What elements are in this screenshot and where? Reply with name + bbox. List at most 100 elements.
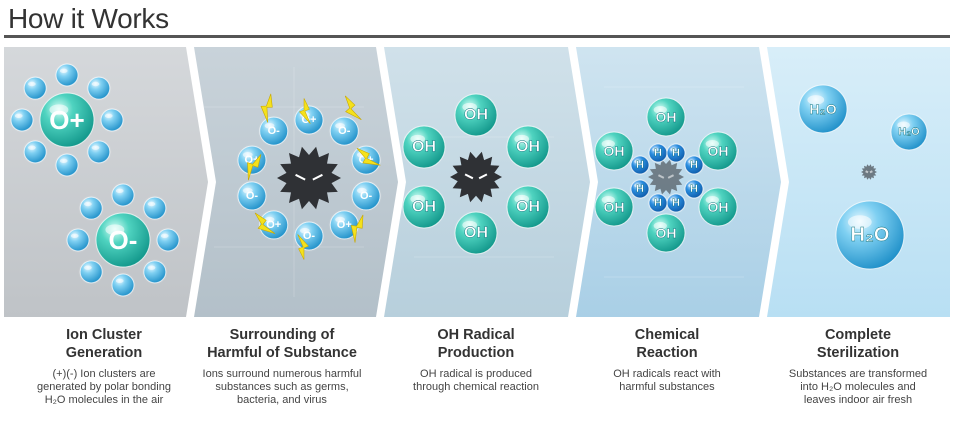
step-complete-sterilization: Complete Sterilization Substances are tr… [763, 326, 953, 407]
hydrogen-label: H [654, 147, 662, 159]
sphere-highlight [104, 113, 113, 119]
sphere-highlight [28, 145, 36, 150]
negative-ion-label: O- [109, 225, 138, 255]
page-title: How it Works [8, 3, 169, 34]
panel-sterilization [767, 47, 950, 317]
germ-body [450, 151, 502, 203]
sphere-highlight [299, 227, 310, 234]
step-description: OH radicals react with harmful substance… [572, 368, 762, 394]
step-desc-line: leaves indoor air fresh [803, 394, 913, 406]
water-molecule-sphere [156, 228, 180, 252]
oh-radical-label: OH [708, 143, 729, 159]
step-title-line: OH Radical [437, 327, 515, 343]
step-desc-line: Substances are transformed [788, 368, 928, 380]
lightning-icon [299, 98, 311, 124]
sphere-highlight [410, 134, 426, 144]
sphere-highlight [634, 159, 641, 164]
step-desc-line: through chemical reaction [413, 381, 539, 393]
water-molecule-sphere [100, 108, 124, 132]
germ-eye [865, 170, 869, 174]
sphere-highlight [462, 220, 478, 230]
ion-label: O- [246, 190, 259, 202]
sphere-highlight [807, 95, 825, 105]
step-title-line: Sterilization [816, 345, 900, 361]
step-oh-radical-production: OH Radical Production OH radical is prod… [381, 326, 571, 394]
step-description: (+)(-) Ion clusters are generated by pol… [9, 368, 199, 407]
sphere-highlight [356, 187, 367, 194]
sphere-highlight [653, 221, 667, 230]
germ-icon [861, 164, 877, 180]
sphere-highlight [91, 145, 100, 150]
germ-eye [657, 174, 665, 179]
sphere-highlight [514, 194, 530, 204]
process-diagram: O+O-O+O-O+O-O+O-O+O-O+O-OHOHOHOHOHOHOHOH… [4, 47, 950, 317]
sphere-highlight [847, 215, 872, 229]
oh-radical-label: OH [604, 199, 625, 215]
step-desc-line: (+)(-) Ion clusters are [52, 368, 156, 380]
ion-label: O+ [337, 219, 352, 231]
step-title-line: Generation [65, 345, 143, 361]
sphere-highlight [91, 81, 100, 87]
sphere-highlight [652, 147, 659, 152]
sphere-highlight [670, 147, 677, 152]
hydrogen-label: H [636, 159, 644, 171]
water-molecule-sphere [87, 140, 111, 164]
sphere-highlight [242, 151, 253, 158]
water-molecule-sphere [66, 228, 90, 252]
sphere-highlight [705, 139, 719, 148]
oh-radical-label: OH [412, 139, 436, 156]
sphere-highlight [462, 102, 478, 112]
sphere-highlight [514, 134, 530, 144]
sphere-highlight [28, 81, 36, 87]
water-molecule-sphere [23, 140, 47, 164]
water-molecule-sphere [111, 183, 135, 207]
germ-body [861, 164, 877, 180]
water-molecule-sphere [79, 196, 103, 220]
ion-label: O- [360, 190, 373, 202]
water-molecule-sphere [23, 76, 47, 100]
step-title: Surrounding of Harmful of Substance [187, 326, 377, 362]
hydrogen-label: H [654, 197, 662, 209]
step-title-line: Complete [824, 327, 892, 343]
hydrogen-label: H [672, 197, 680, 209]
step-title-line: Ion Cluster [66, 327, 142, 343]
germ-eye [312, 173, 323, 181]
step-desc-line: H₂O molecules in the air [44, 394, 164, 406]
ion-label: O- [338, 125, 351, 137]
sphere-highlight [264, 216, 275, 223]
water-molecule-sphere [143, 260, 167, 284]
water-molecule-sphere [111, 273, 135, 297]
sphere-highlight [147, 201, 156, 207]
germ-icon [648, 159, 684, 195]
h2o-label: H₂O [809, 101, 836, 117]
step-description: Ions surround numerous harmful substance… [187, 368, 377, 407]
step-desc-line: substances such as germs, [215, 381, 349, 393]
germ-eye [869, 170, 873, 174]
germ-body [277, 146, 341, 210]
sphere-highlight [84, 201, 92, 207]
ion-label: O+ [266, 219, 281, 231]
sphere-highlight [705, 195, 719, 204]
step-title: OH Radical Production [381, 326, 571, 362]
step-title-line: Harmful of Substance [207, 345, 357, 361]
sphere-highlight [670, 197, 677, 202]
sphere-highlight [410, 194, 426, 204]
header: How it Works [0, 0, 957, 40]
sphere-highlight [653, 105, 667, 114]
oh-radical-label: OH [656, 225, 677, 241]
oh-radical-label: OH [708, 199, 729, 215]
step-title: Complete Sterilization [763, 326, 953, 362]
ion-label: O- [268, 125, 281, 137]
step-title: Ion Cluster Generation [9, 326, 199, 362]
oh-radical-label: OH [516, 139, 540, 156]
lightning-icon [350, 214, 364, 243]
germ-icon [450, 151, 502, 203]
germ-eye [478, 173, 488, 180]
lightning-icon [297, 234, 309, 260]
sphere-highlight [115, 188, 124, 194]
germ-body [648, 159, 684, 195]
sphere-highlight [601, 195, 615, 204]
step-desc-line: harmful substances [619, 381, 715, 393]
step-desc-line: bacteria, and virus [237, 394, 327, 406]
step-desc-line: Ions surround numerous harmful [202, 368, 362, 380]
